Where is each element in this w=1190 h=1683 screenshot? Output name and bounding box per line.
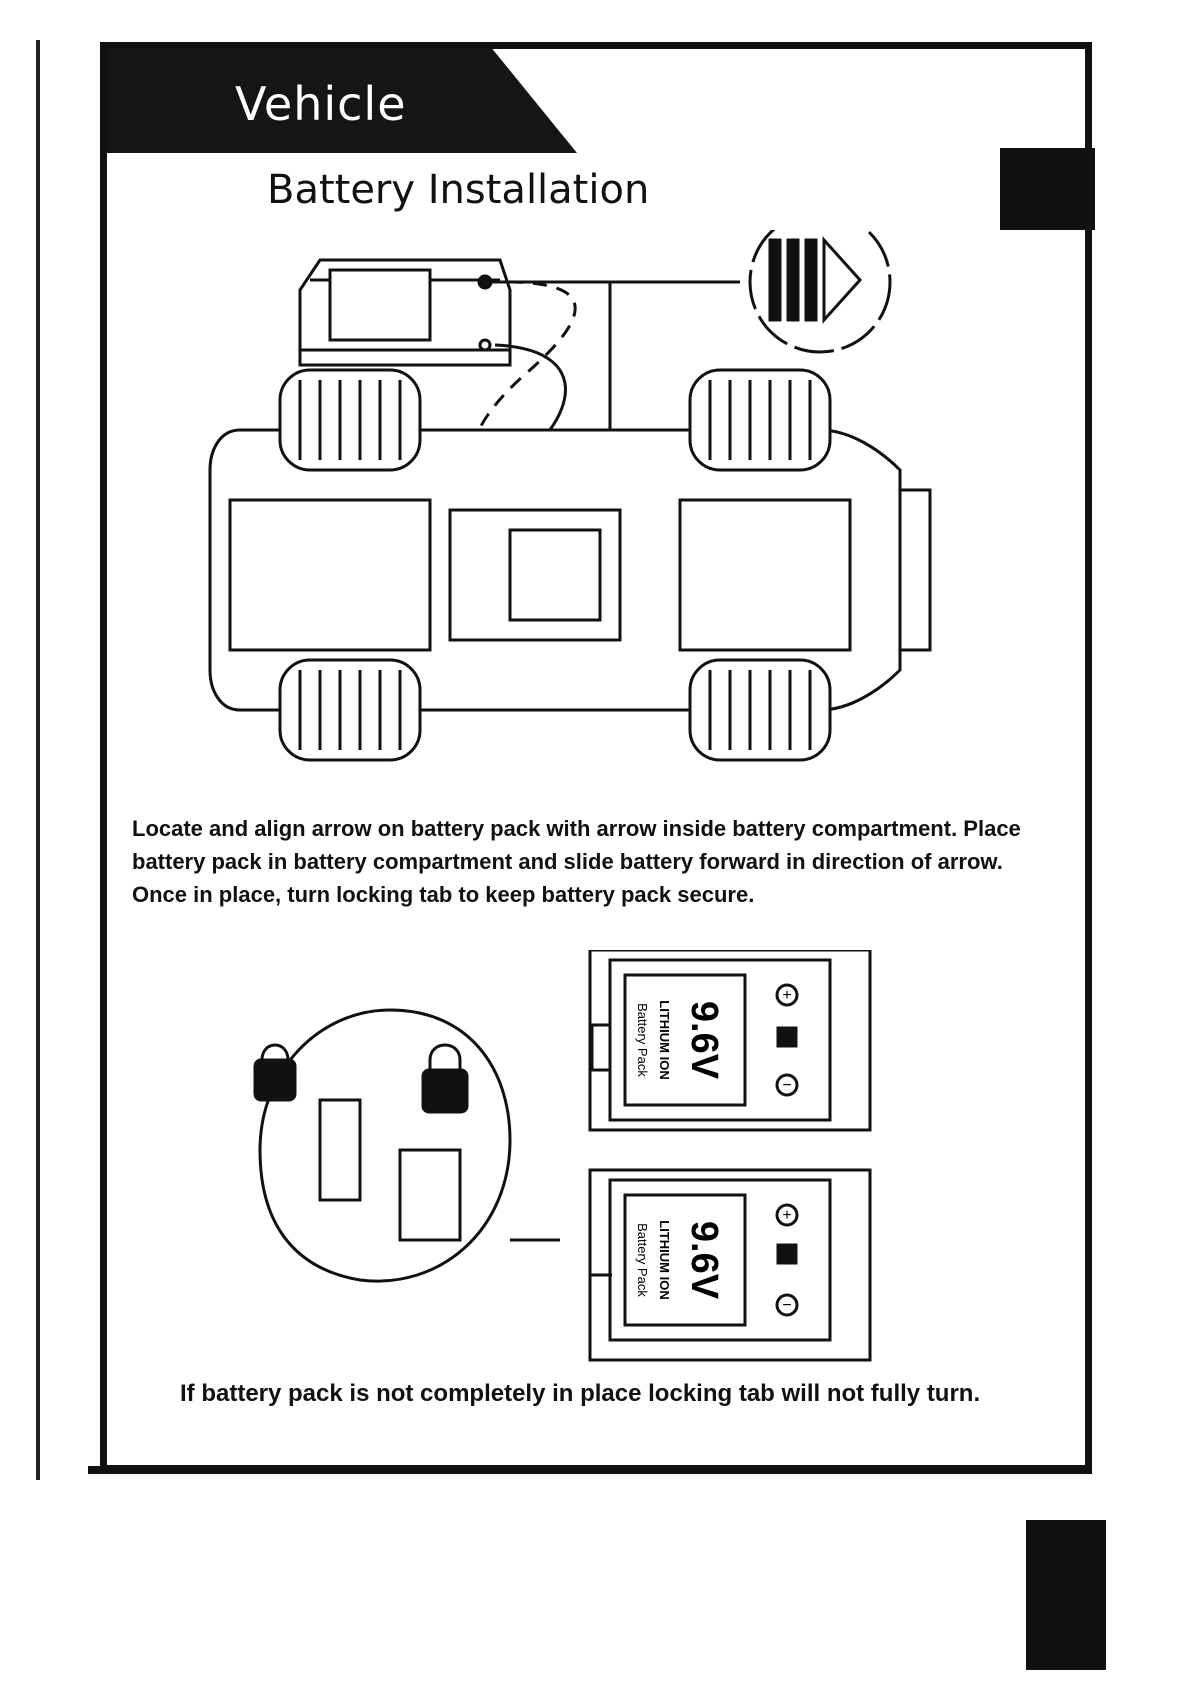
- header-band: [107, 49, 577, 153]
- battery-voltage-label: 9.6V: [683, 1001, 725, 1080]
- plus-terminal-label: +: [782, 987, 791, 1004]
- scan-edge-line: [36, 40, 40, 1480]
- section-label: Vehicle: [235, 77, 407, 131]
- minus-terminal-label: −: [782, 1297, 791, 1314]
- wheel: [688, 658, 832, 762]
- battery-pack-label: Battery Pack: [635, 1003, 650, 1077]
- caption-text: If battery pack is not completely in pla…: [180, 1380, 981, 1407]
- unlocked-padlock-icon: [253, 1043, 297, 1102]
- battery-pack-label: Battery Pack: [635, 1223, 650, 1297]
- minus-terminal-label: −: [782, 1077, 791, 1094]
- battery-voltage-label: 9.6V: [683, 1221, 725, 1300]
- vehicle-diagram: [208, 230, 932, 762]
- registration-mark: [1000, 148, 1095, 230]
- locked-padlock-icon: [421, 1043, 469, 1114]
- page-title: Battery Installation: [267, 167, 650, 213]
- wheel: [278, 658, 422, 762]
- battery-pack-top: [588, 950, 872, 1132]
- alignment-arrow-callout: [748, 230, 892, 354]
- battery-pack-bottom: [588, 1168, 872, 1362]
- battery-chemistry-label: LITHIUM ION: [657, 1000, 672, 1079]
- locking-tab-diagram: 9.6V LITHIUM ION Battery Pack + − 9.6V L…: [253, 950, 872, 1362]
- frame-bottom-border: [88, 1466, 1092, 1474]
- battery-chemistry-label: LITHIUM ION: [657, 1220, 672, 1299]
- wheel: [688, 368, 832, 472]
- battery-pack-illustration: [298, 258, 512, 367]
- instruction-text: Locate and align arrow on battery pack w…: [132, 816, 1021, 907]
- wheel: [278, 368, 422, 472]
- registration-mark: [1026, 1520, 1106, 1670]
- plus-terminal-label: +: [782, 1207, 791, 1224]
